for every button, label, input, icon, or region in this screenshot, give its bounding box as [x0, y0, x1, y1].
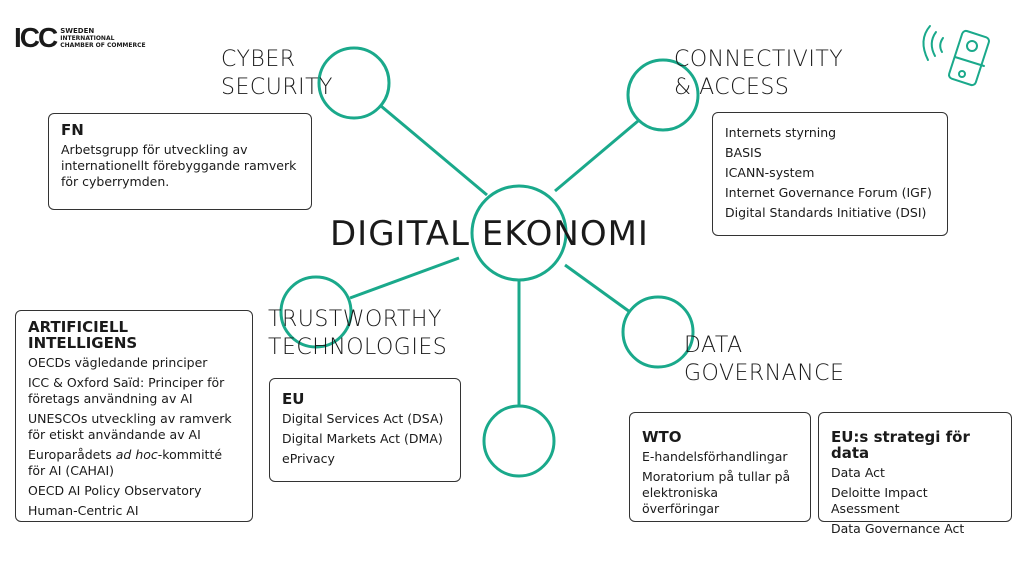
box-item: ICANN-system [725, 165, 815, 180]
phone-signal-icon [922, 25, 990, 87]
box-title: ARTIFICIELL INTELLIGENS [28, 318, 138, 352]
connectivity-node [626, 58, 700, 132]
topic-line: SECURITY [221, 75, 333, 100]
box-item: Digital Standards Initiative (DSI) [725, 205, 927, 220]
item-italic: ad hoc [115, 447, 158, 462]
topic-line: TRUSTWORTHY [268, 307, 442, 332]
empty-node [482, 404, 556, 478]
connector-trustworthy [349, 256, 460, 300]
box-item: Deloitte Impact Asessment [831, 485, 928, 516]
box-item: ICC & Oxford Saïd: Principer för företag… [28, 375, 225, 406]
topic-trustworthy: TRUSTWORTHY TECHNOLOGIES [268, 306, 447, 362]
box-item: Data Act [831, 465, 885, 480]
item-part: Europarådets [28, 447, 116, 462]
box-item: UNESCOs utveckling av ramverk för etiskt… [28, 411, 232, 442]
connector-data [564, 263, 631, 314]
box-fn: FN Arbetsgrupp för utveckling av interna… [48, 113, 312, 210]
topic-line: GOVERNANCE [684, 361, 845, 386]
topic-cyber-security: CYBER SECURITY [221, 46, 333, 102]
logo-line-3: CHAMBER OF COMMERCE [60, 41, 146, 49]
box-item: Internets styrning [725, 125, 837, 140]
box-item: Internet Governance Forum (IGF) [725, 185, 932, 200]
box-eu: EU Digital Services Act (DSA) Digital Ma… [269, 378, 461, 482]
box-title: EU:s strategi för data [831, 428, 970, 462]
connector-cyber [380, 104, 488, 197]
box-item: ePrivacy [282, 451, 335, 466]
topic-line: DATA [684, 333, 743, 358]
data-node [621, 295, 695, 369]
box-eu-data-strategy: EU:s strategi för data Data Act Deloitte… [818, 412, 1012, 536]
box-item: Data Governance Act [831, 521, 965, 536]
box-ai: ARTIFICIELL INTELLIGENS OECDs vägledande… [15, 310, 253, 522]
box-item: Moratorium på tullar på elektroniska öve… [642, 469, 791, 516]
topic-line: CYBER [221, 47, 296, 72]
box-item: Europarådets ad hoc-kommitté för AI (CAH… [28, 447, 240, 479]
box-item: OECDs vägledande principer [28, 355, 208, 370]
box-item: Digital Services Act (DSA) [282, 411, 444, 426]
box-item: BASIS [725, 145, 762, 160]
trustworthy-node [279, 275, 353, 349]
topic-line: & ACCESS [674, 75, 790, 100]
logo-line-2: INTERNATIONAL [60, 34, 115, 42]
box-internet: Internets styrning BASIS ICANN-system In… [712, 112, 948, 236]
box-item: Digital Markets Act (DMA) [282, 431, 443, 446]
box-item: Arbetsgrupp för utveckling av internatio… [61, 142, 297, 189]
connector-connectivity [554, 119, 639, 193]
box-title: WTO [642, 428, 682, 446]
box-wto: WTO E-handelsförhandlingar Moratorium på… [629, 412, 811, 522]
icc-logo: ICC SWEDEN INTERNATIONAL CHAMBER OF COMM… [14, 22, 146, 54]
topic-data-governance: DATA GOVERNANCE [684, 332, 844, 388]
cyber-node [317, 46, 391, 120]
topic-line: TECHNOLOGIES [268, 335, 448, 360]
box-item: E-handelsförhandlingar [642, 449, 788, 464]
topic-line: CONNECTIVITY [674, 47, 844, 72]
box-item: Human-Centric AI [28, 503, 139, 518]
center-title: DIGITAL EKONOMI [330, 214, 649, 254]
item-part: -kommitté för AI (CAHAI) [28, 447, 223, 478]
box-title: FN [61, 121, 84, 139]
topic-connectivity: CONNECTIVITY & ACCESS [674, 46, 843, 102]
logo-line-1: SWEDEN [60, 26, 95, 35]
box-item: OECD AI Policy Observatory [28, 483, 202, 498]
logo-mark: ICC [14, 22, 58, 53]
box-title: EU [282, 390, 305, 408]
